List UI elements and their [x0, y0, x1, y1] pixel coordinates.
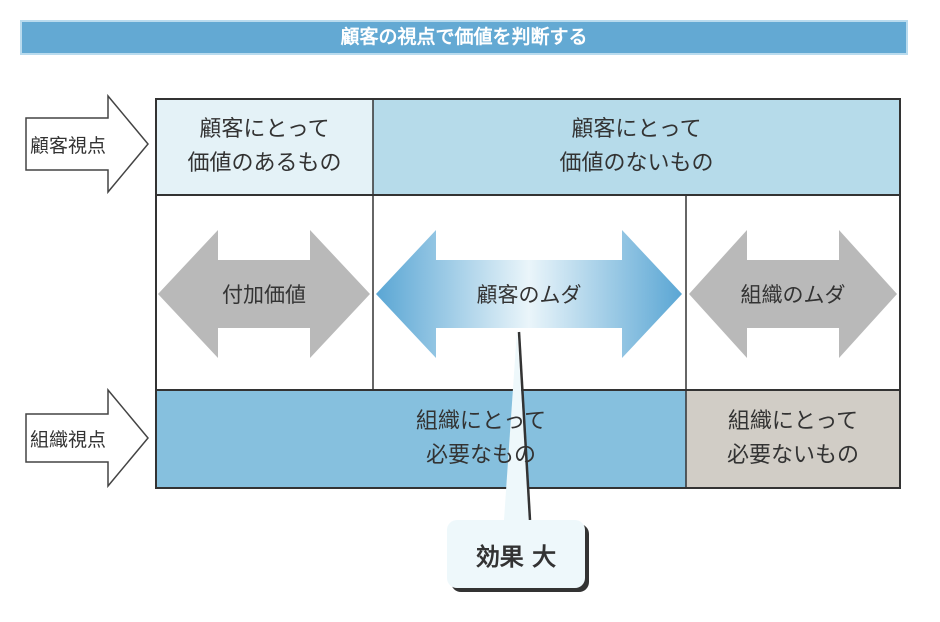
organization-viewpoint-arrow [25, 387, 149, 489]
diagram-title: 顧客の視点で価値を判断する [20, 20, 908, 55]
customer-waste-label: 顧客のムダ [476, 283, 582, 307]
callout-pointer [504, 330, 530, 520]
added-value-label: 付加価値 [222, 283, 306, 307]
cell-org-not-needed: 組織にとって 必要ないもの [726, 409, 859, 468]
cell-customer-no-value: 顧客にとって 価値のないもの [559, 117, 714, 176]
customer-viewpoint-label: 顧客視点 [29, 134, 106, 157]
org-waste-double-arrow [689, 230, 897, 358]
organization-viewpoint-label: 組織視点 [29, 428, 106, 451]
org-waste-label: 組織のムダ [740, 283, 846, 307]
big-effect-callout: 効果 大 [447, 520, 585, 588]
added-value-double-arrow [158, 230, 370, 358]
cell-customer-value: 顧客にとって 価値のあるもの [187, 117, 342, 176]
cell-org-needed: 組織にとって 必要なもの [415, 409, 547, 468]
customer-waste-double-arrow [376, 230, 682, 358]
customer-viewpoint-arrow [25, 93, 149, 195]
